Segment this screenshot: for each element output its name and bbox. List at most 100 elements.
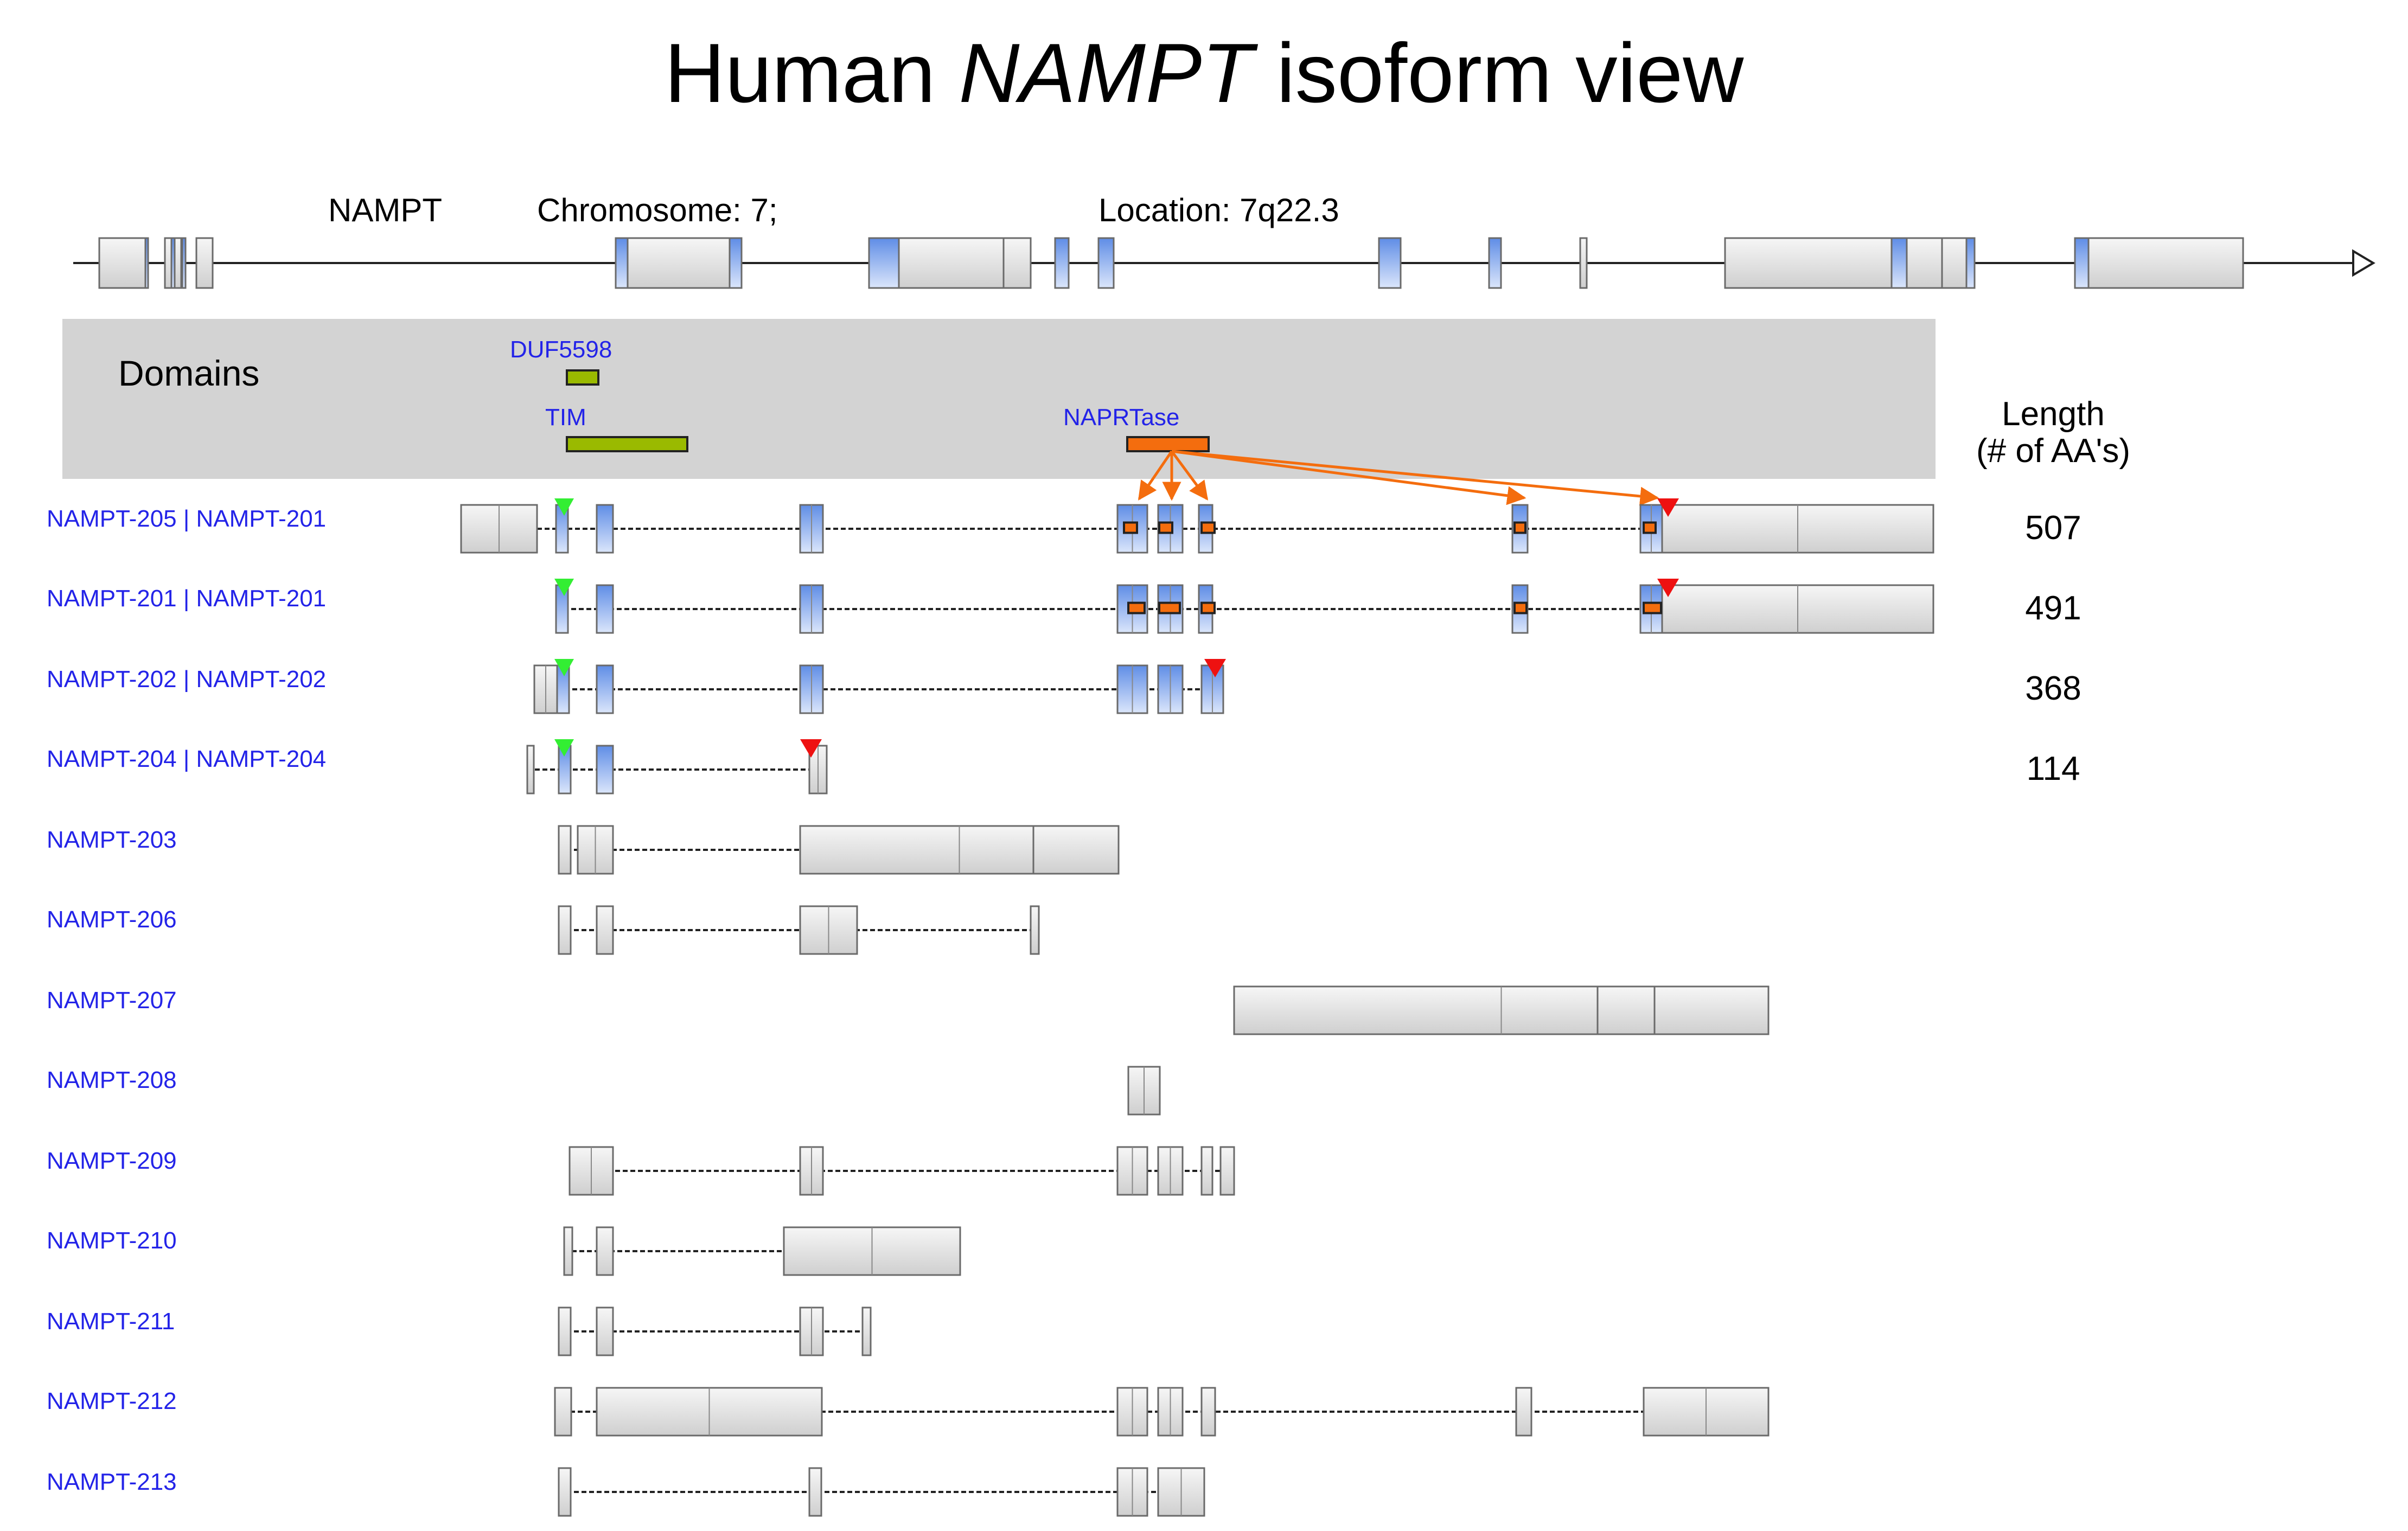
- exon: [1219, 1146, 1235, 1196]
- location-text: Location: 7q22.3: [1098, 192, 1339, 228]
- length-header: Length (# of AA's): [1939, 395, 2167, 470]
- isoform-label-213[interactable]: NAMPT-213: [47, 1469, 177, 1495]
- exon: [558, 1467, 572, 1517]
- exon: [596, 504, 614, 554]
- transcript-row: [558, 1467, 1205, 1517]
- isoform-label-209[interactable]: NAMPT-209: [47, 1148, 177, 1174]
- gene-exon: [1002, 237, 1032, 289]
- gene-exon: [144, 237, 149, 289]
- domain-bars: [566, 369, 1210, 452]
- gene-exon: [1906, 237, 1946, 289]
- gene-exon: [2087, 237, 2244, 289]
- domain-mapping-arrow: [1138, 450, 1173, 501]
- start-codon-icon: [554, 579, 574, 596]
- domain-hit: [1513, 601, 1528, 614]
- domain-hit: [1200, 521, 1216, 534]
- domain-mapping-arrow: [1171, 450, 1659, 506]
- domain-arrows: [1138, 450, 1659, 506]
- stop-codon-icon: [800, 739, 822, 758]
- transcript-row: [558, 1306, 872, 1356]
- gene-exon: [615, 237, 629, 289]
- transcript-row: [533, 659, 1226, 714]
- isoform-label-206[interactable]: NAMPT-206: [47, 906, 177, 933]
- isoform-label-204[interactable]: NAMPT-204 | NAMPT-204: [47, 746, 327, 772]
- isoform-label-205[interactable]: NAMPT-205 | NAMPT-201: [47, 505, 327, 532]
- exon: [596, 745, 614, 795]
- domain-hit: [1127, 601, 1146, 614]
- chromosome-text: Chromosome: 7;: [537, 192, 778, 228]
- isoform-label-202[interactable]: NAMPT-202 | NAMPT-202: [47, 666, 327, 693]
- gene-exon: [1724, 237, 1894, 289]
- exon: [1030, 905, 1040, 955]
- transcript-row: [1127, 1066, 1161, 1116]
- exon: [808, 1467, 822, 1517]
- domain-hit: [1123, 521, 1138, 534]
- gene-exon: [1054, 237, 1070, 289]
- exon: [596, 584, 614, 634]
- length-value-204: 114: [2026, 750, 2080, 787]
- domain-hit: [1643, 521, 1657, 534]
- exon-divider: [1596, 985, 1656, 1035]
- gene-track-arrow-icon: [2352, 249, 2375, 277]
- stop-codon-icon: [1657, 498, 1679, 517]
- transcript-row: [554, 1387, 1770, 1437]
- transcript-row: [558, 825, 1120, 875]
- exon: [558, 1306, 572, 1356]
- isoform-label-212[interactable]: NAMPT-212: [47, 1388, 177, 1414]
- isoform-label-201[interactable]: NAMPT-201 | NAMPT-201: [47, 585, 327, 612]
- transcript-row: [569, 1146, 1235, 1196]
- length-value-202: 368: [2025, 670, 2081, 707]
- length-header-line2: (# of AA's): [1976, 432, 2131, 470]
- title-gene: NAMPT: [959, 26, 1253, 120]
- domain-mapping-arrow: [1170, 450, 1209, 501]
- gene-exon: [898, 237, 1008, 289]
- domain-mapping-arrow: [1171, 450, 1526, 505]
- domain-hit: [1158, 521, 1173, 534]
- start-codon-icon: [554, 739, 574, 757]
- exon: [558, 825, 572, 875]
- domain-label-duf5598: DUF5598: [510, 336, 612, 363]
- domain-bar-duf5598: [566, 369, 599, 386]
- gene-exon: [1965, 237, 1976, 289]
- transcript-row: [526, 739, 828, 795]
- gene-exon: [868, 237, 900, 289]
- gene-exon: [98, 237, 146, 289]
- stop-codon-icon: [1204, 659, 1226, 677]
- gene-exon: [1097, 237, 1115, 289]
- domain-hit: [1158, 601, 1181, 614]
- gene-exon: [2074, 237, 2090, 289]
- length-header-line1: Length: [2002, 395, 2105, 433]
- domain-bar-tim: [566, 436, 688, 452]
- exon: [563, 1226, 573, 1276]
- isoform-label-203[interactable]: NAMPT-203: [47, 827, 177, 853]
- page-title: Human NAMPT isoform view: [0, 27, 2408, 120]
- isoform-label-211[interactable]: NAMPT-211: [47, 1308, 175, 1335]
- domain-bar-naprtase: [1126, 436, 1210, 452]
- isoform-label-208[interactable]: NAMPT-208: [47, 1067, 177, 1093]
- domain-label-tim: TIM: [545, 404, 586, 431]
- exon: [596, 905, 614, 955]
- exon: [554, 1387, 572, 1437]
- length-value-205: 507: [2025, 509, 2081, 547]
- gene-name: NAMPT: [328, 192, 442, 228]
- exon: [861, 1306, 872, 1356]
- gene-exon: [729, 237, 743, 289]
- exon: [596, 1306, 614, 1356]
- transcript-row: [554, 579, 1934, 634]
- gene-exon: [627, 237, 737, 289]
- gene-exon: [170, 237, 176, 289]
- start-codon-icon: [554, 498, 574, 516]
- length-value-201: 491: [2025, 590, 2081, 627]
- transcript-row: [1233, 985, 1770, 1035]
- domain-hit: [1200, 601, 1216, 614]
- gene-exon: [181, 237, 187, 289]
- transcripts: [460, 498, 1934, 1517]
- isoform-label-210[interactable]: NAMPT-210: [47, 1227, 177, 1254]
- gene-exon: [1488, 237, 1502, 289]
- exon: [558, 905, 572, 955]
- isoform-label-207[interactable]: NAMPT-207: [47, 987, 177, 1014]
- title-suffix: isoform view: [1253, 26, 1744, 120]
- gene-exon: [1378, 237, 1402, 289]
- gene-exon: [195, 237, 214, 289]
